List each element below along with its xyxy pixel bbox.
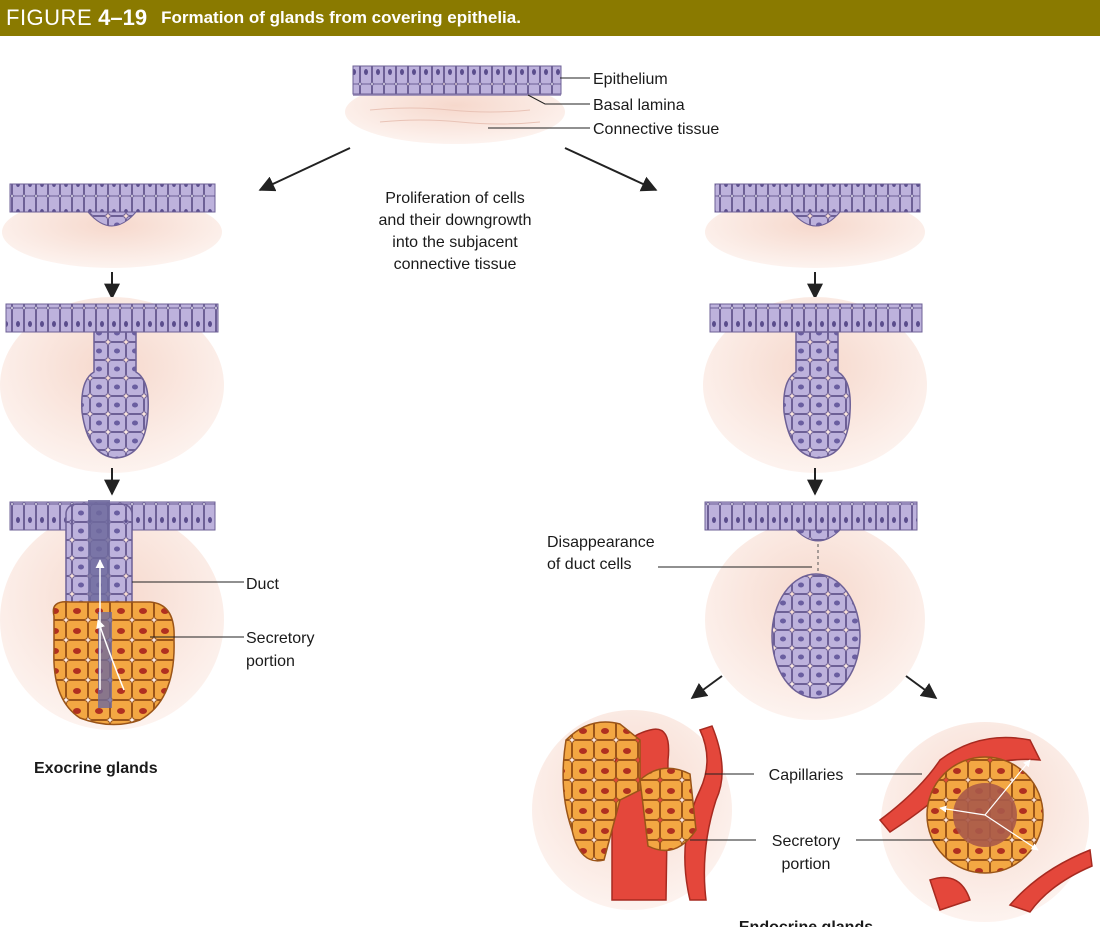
label-disappearance-1: Disappearance	[547, 534, 655, 551]
label-endo-secretory-1: Secretory	[772, 833, 840, 850]
label-disappearance-2: of duct cells	[547, 556, 631, 573]
endocrine-cord-gland	[532, 710, 732, 910]
label-endo-secretory-2: portion	[782, 856, 831, 873]
leader-basal-lamina	[527, 94, 590, 105]
arrow-endocrine-follicle	[905, 675, 938, 699]
exocrine-stage-2	[0, 297, 224, 473]
label-endocrine-glands: Endocrine glands	[739, 919, 873, 927]
endocrine-stage-2	[703, 297, 927, 473]
gland-formation-diagram: Epithelium Basal lamina Connective tissu…	[0, 65, 1093, 927]
proliferation-text-2: and their downgrowth	[379, 212, 532, 229]
endocrine-follicle-gland	[878, 722, 1093, 922]
label-secretory-2: portion	[246, 653, 295, 670]
figure-title: Formation of glands from covering epithe…	[161, 8, 521, 27]
endocrine-stage-3	[704, 501, 925, 720]
proliferation-text-4: connective tissue	[394, 256, 517, 273]
arrow-to-exocrine-branch	[258, 147, 351, 192]
figure-number: 4–19	[98, 5, 148, 30]
proliferation-text-1: Proliferation of cells	[385, 190, 525, 207]
figure-word: FIGURE	[6, 5, 93, 30]
proliferation-text-3: into the subjacent	[392, 234, 518, 251]
covering-epithelium	[345, 65, 565, 144]
label-exocrine-glands: Exocrine glands	[34, 760, 158, 777]
label-connective-tissue: Connective tissue	[593, 121, 719, 138]
arrow-endocrine-cord	[690, 675, 723, 699]
exocrine-stage-1	[2, 183, 222, 268]
label-capillaries: Capillaries	[769, 767, 844, 784]
label-duct: Duct	[246, 576, 279, 593]
label-secretory-1: Secretory	[246, 630, 314, 647]
label-basal-lamina: Basal lamina	[593, 97, 685, 114]
endocrine-stage-1	[705, 183, 925, 268]
exocrine-gland	[0, 500, 224, 730]
arrow-to-endocrine-branch	[564, 147, 658, 192]
figure-header: FIGURE 4–19 Formation of glands from cov…	[0, 0, 1100, 36]
label-epithelium: Epithelium	[593, 71, 668, 88]
